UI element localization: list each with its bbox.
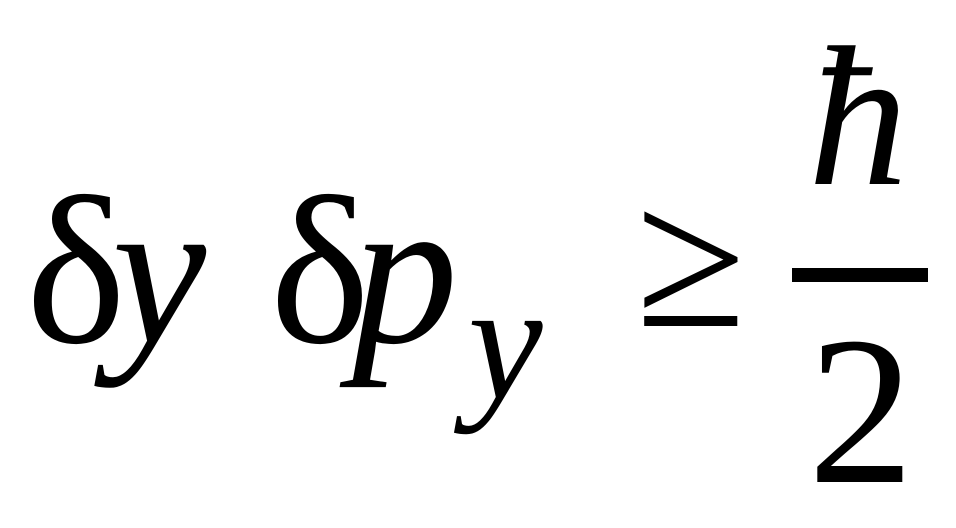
variable-y: y (112, 153, 207, 388)
variable-p: p (352, 153, 458, 388)
subscript-y: y (468, 249, 543, 435)
fraction-bar (792, 268, 928, 282)
delta-symbol-2: δ (270, 153, 370, 388)
delta-symbol-1: δ (26, 153, 126, 388)
h-bar-numerator: ħ (808, 7, 908, 228)
denominator-two: 2 (808, 293, 914, 528)
greater-equal-sign: ≥ (636, 149, 746, 370)
